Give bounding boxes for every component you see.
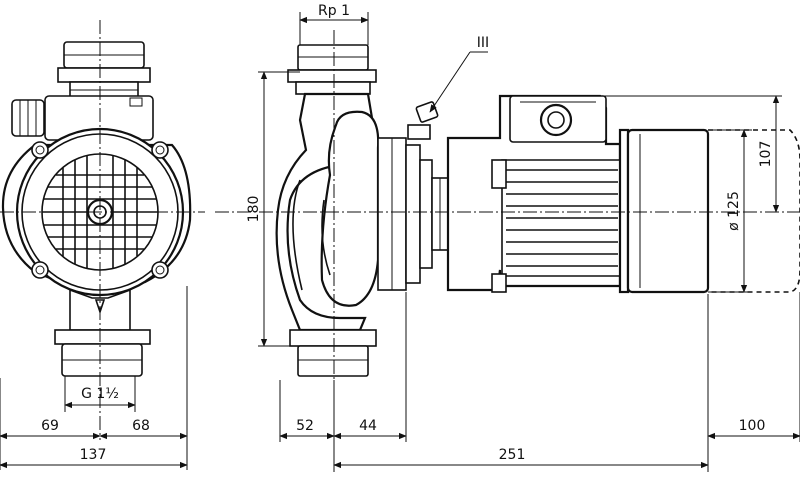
cooling-fins <box>506 169 618 267</box>
label-dim-69: 69 <box>41 418 59 434</box>
label-dim-137: 137 <box>80 447 107 463</box>
label-dim-68: 68 <box>132 418 150 434</box>
terminal-box-marker: III <box>415 35 489 123</box>
dimension-height-180: 180 <box>246 71 300 347</box>
label-dim-107: 107 <box>758 141 774 168</box>
label-dim-180: 180 <box>246 196 262 223</box>
label-dim-251: 251 <box>499 447 526 463</box>
side-view: Rp 1 <box>215 3 800 472</box>
side-upper-union <box>287 44 377 95</box>
dimension-g-connection: G 1½ <box>64 376 136 412</box>
label-g-connection: G 1½ <box>81 386 119 402</box>
dimension-motor-diameter: ø 125 <box>708 129 752 293</box>
label-rp-connection: Rp 1 <box>318 3 350 19</box>
label-dim-44: 44 <box>359 418 377 434</box>
front-view: G 1½ 69 68 137 <box>0 20 205 470</box>
dimension-107: 107 <box>600 95 782 213</box>
motor <box>446 94 710 294</box>
front-upper-union <box>57 41 151 99</box>
dimension-side-widths: 52 44 251 100 <box>279 292 800 472</box>
label-dim-125: ø 125 <box>726 191 742 231</box>
front-lower-union <box>54 288 151 377</box>
label-dim-100: 100 <box>739 418 766 434</box>
pump-housing <box>275 92 449 332</box>
dimension-rp-connection: Rp 1 <box>299 3 369 45</box>
label-terminal-box: III <box>477 35 489 51</box>
dimension-front-widths: 69 68 137 <box>0 286 188 470</box>
side-lower-union <box>289 329 377 377</box>
label-dim-52: 52 <box>296 418 314 434</box>
front-terminal-box <box>11 95 154 141</box>
